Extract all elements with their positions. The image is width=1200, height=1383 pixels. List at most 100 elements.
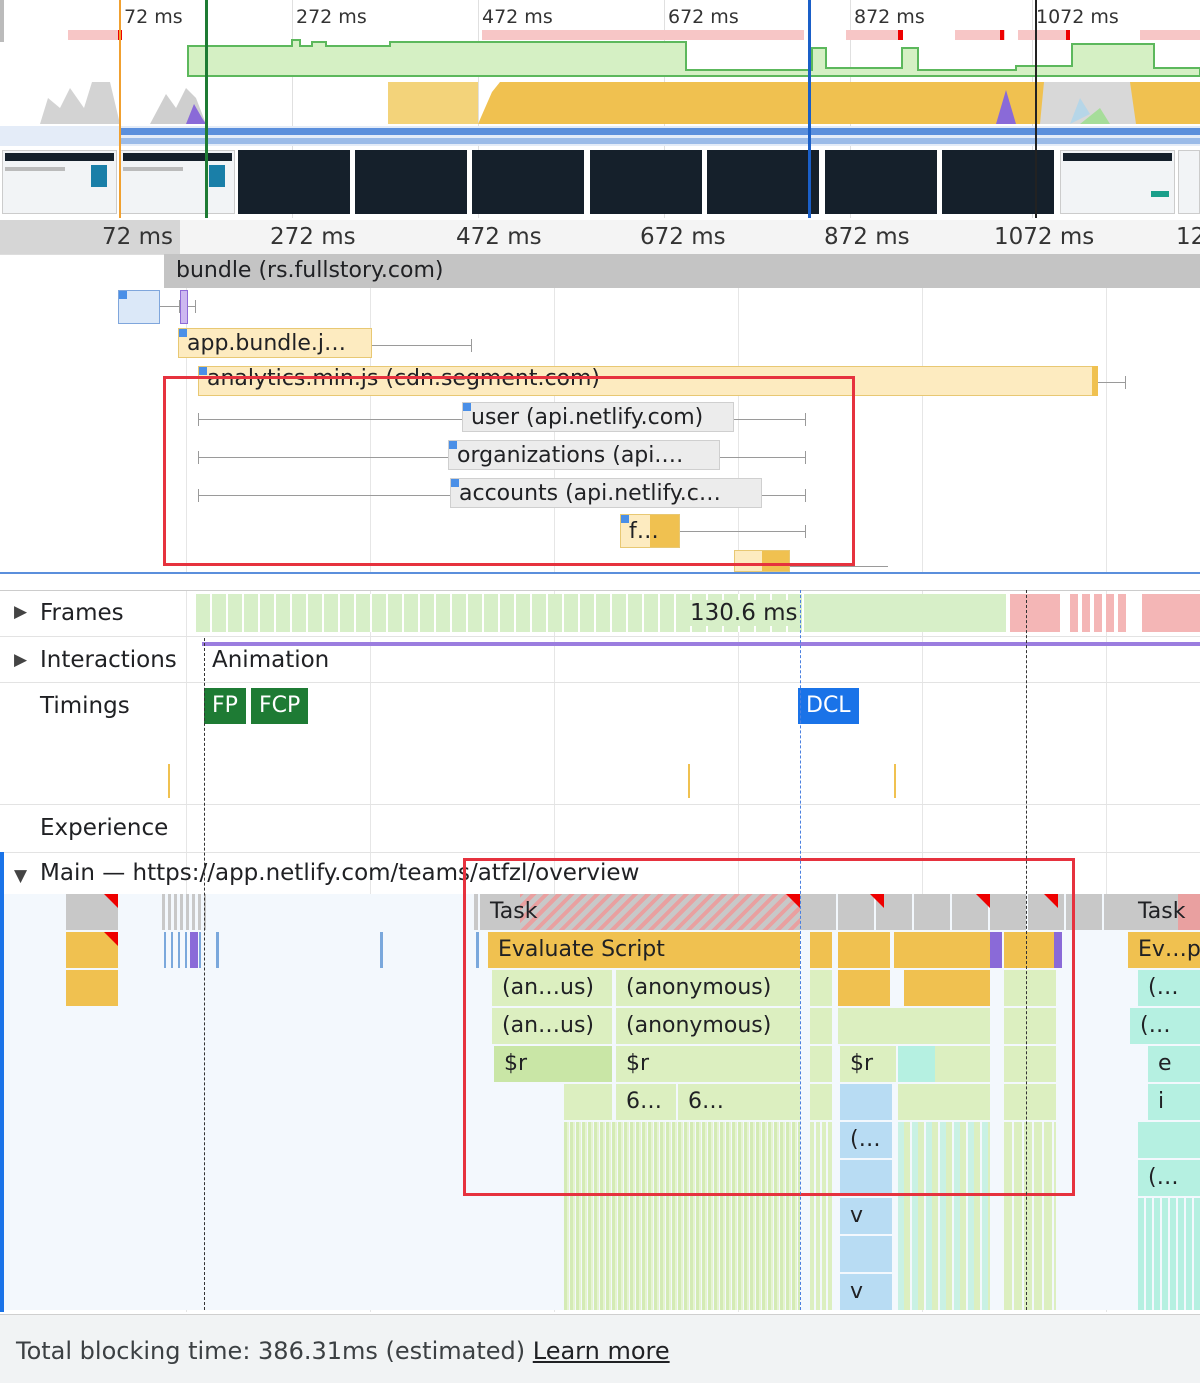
- frames-track[interactable]: 130.6 ms: [196, 594, 1200, 632]
- overview-cpu-chart: [40, 82, 1200, 124]
- overview-tick: 872 ms: [854, 6, 925, 28]
- interactions-track-label[interactable]: Interactions: [40, 647, 177, 673]
- overview-tick: 72 ms: [124, 6, 183, 28]
- frames-expand-icon[interactable]: ▶: [14, 602, 28, 622]
- network-request-label: organizations (api.…: [457, 443, 684, 468]
- flame-anonymous[interactable]: (anonymous): [616, 970, 800, 1006]
- flame-label: $r: [504, 1051, 528, 1076]
- flame-task-right[interactable]: Task: [1128, 894, 1200, 930]
- flame-entry[interactable]: 6…: [678, 1084, 800, 1120]
- highlight-box-network: [163, 376, 855, 566]
- fcp-marker[interactable]: FCP: [249, 688, 309, 724]
- network-request-label: user (api.netlify.com): [471, 405, 704, 430]
- overview-tick: 472 ms: [482, 6, 553, 28]
- flame-label: Evaluate Script: [498, 937, 665, 962]
- network-request-bundle[interactable]: bundle (rs.fullstory.com): [164, 254, 1200, 288]
- main-track-label[interactable]: Main — https://app.netlify.com/teams/atf…: [40, 860, 640, 886]
- overview-screenshots: [0, 150, 1200, 216]
- flame-sr[interactable]: $r: [840, 1046, 896, 1082]
- main-collapse-icon[interactable]: ▼: [14, 866, 28, 886]
- flame-label: v: [850, 1279, 864, 1304]
- network-request-user[interactable]: user (api.netlify.com): [462, 402, 734, 432]
- flame-label: $r: [626, 1051, 650, 1076]
- flame-label: v: [850, 1203, 864, 1228]
- flame-label: (…: [850, 1127, 881, 1152]
- flame-entry-right[interactable]: e: [1148, 1046, 1200, 1082]
- footer-summary: Total blocking time: 386.31ms (estimated…: [16, 1337, 670, 1365]
- highlight-box-main: [463, 858, 1075, 1196]
- ruler-tick: 472 ms: [456, 224, 542, 250]
- overview-tick: 1072 ms: [1036, 6, 1119, 28]
- flame-label: (…: [1148, 975, 1179, 1000]
- frame-duration: 130.6 ms: [686, 600, 802, 626]
- flame-label: (an…us): [502, 975, 594, 1000]
- flame-label: Ev…p: [1138, 937, 1200, 962]
- frames-track-label[interactable]: Frames: [40, 600, 124, 626]
- flame-label: e: [1158, 1051, 1172, 1076]
- network-track: bundle (rs.fullstory.com) app.bundle.j… …: [0, 254, 1200, 572]
- timeline-overview[interactable]: 72 ms 272 ms 472 ms 672 ms 872 ms 1072 m…: [0, 0, 1200, 221]
- flame-label: Task: [1138, 899, 1186, 924]
- flame-entry-right[interactable]: (…: [1130, 1008, 1200, 1044]
- flame-label: (anonymous): [626, 975, 772, 1000]
- flame-label: $r: [850, 1051, 874, 1076]
- network-request-organizations[interactable]: organizations (api.…: [448, 440, 720, 470]
- flame-anonymous[interactable]: (an…us): [492, 970, 612, 1006]
- flame-task[interactable]: [66, 894, 118, 930]
- flame-sr[interactable]: $r: [616, 1046, 800, 1082]
- flame-task-long[interactable]: Task: [480, 894, 800, 930]
- ruler-tick: 12: [1176, 224, 1200, 250]
- network-request-label: app.bundle.j…: [187, 331, 346, 356]
- network-request-accounts[interactable]: accounts (api.netlify.c…: [450, 478, 762, 508]
- flame-entry[interactable]: 6…: [616, 1084, 676, 1120]
- main-flame-chart[interactable]: Task Task Evaluate Script Ev…p (an…us) (…: [4, 894, 1200, 1310]
- flame-evaluate-script[interactable]: Evaluate Script: [488, 932, 800, 968]
- network-request-label: bundle (rs.fullstory.com): [176, 258, 444, 283]
- flame-entry-right[interactable]: i: [1148, 1084, 1200, 1120]
- experience-track-label: Experience: [40, 815, 169, 841]
- flame-label: (an…us): [502, 1013, 594, 1038]
- flame-label: (…: [1148, 1165, 1179, 1190]
- animation-bar[interactable]: [202, 642, 1200, 646]
- ruler-tick: 72 ms: [102, 224, 173, 250]
- learn-more-link[interactable]: Learn more: [532, 1337, 670, 1365]
- ruler-tick: 272 ms: [270, 224, 356, 250]
- overview-tick: 672 ms: [668, 6, 739, 28]
- timings-track-label: Timings: [40, 693, 130, 719]
- flame-entry-right[interactable]: (…: [1138, 1160, 1200, 1196]
- flame-label: 6…: [626, 1089, 662, 1114]
- flame-label: (…: [1140, 1013, 1171, 1038]
- overview-network-strip: [0, 126, 1200, 146]
- interactions-expand-icon[interactable]: ▶: [14, 650, 28, 670]
- ruler-tick: 872 ms: [824, 224, 910, 250]
- flame-label: i: [1158, 1089, 1165, 1114]
- flame-entry-right[interactable]: (…: [1138, 970, 1200, 1006]
- flame-anonymous[interactable]: (anonymous): [616, 1008, 800, 1044]
- network-request-app-bundle[interactable]: app.bundle.j…: [178, 328, 372, 358]
- network-request-analytics[interactable]: analytics.min.js (cdn.segment.com): [198, 366, 1098, 396]
- flame-anonymous[interactable]: (an…us): [492, 1008, 612, 1044]
- flame-entry[interactable]: v: [840, 1198, 892, 1234]
- flame-entry[interactable]: [66, 970, 118, 1006]
- ruler-tick: 1072 ms: [994, 224, 1095, 250]
- network-request-label: accounts (api.netlify.c…: [459, 481, 721, 506]
- summary-footer: Total blocking time: 386.31ms (estimated…: [0, 1314, 1200, 1383]
- ruler-tick: 672 ms: [640, 224, 726, 250]
- flame-label: Task: [490, 899, 538, 924]
- animation-label: Animation: [212, 647, 330, 673]
- dcl-marker[interactable]: DCL: [798, 688, 859, 724]
- fp-marker[interactable]: FP: [204, 688, 246, 724]
- flame-sr[interactable]: $r: [494, 1046, 612, 1082]
- total-blocking-time: Total blocking time: 386.31ms (estimated…: [16, 1337, 526, 1365]
- time-ruler[interactable]: [0, 220, 1200, 255]
- network-request-label: f…: [629, 519, 659, 544]
- flame-label: 6…: [688, 1089, 724, 1114]
- flame-entry[interactable]: [66, 932, 118, 968]
- overview-left-handle[interactable]: [0, 0, 4, 42]
- network-request-f[interactable]: f…: [620, 514, 680, 548]
- flame-entry[interactable]: v: [840, 1274, 892, 1310]
- flame-entry[interactable]: (…: [840, 1122, 892, 1158]
- flame-evaluate-script-right[interactable]: Ev…p: [1128, 932, 1200, 968]
- flame-label: (anonymous): [626, 1013, 772, 1038]
- network-request-small[interactable]: [118, 290, 160, 324]
